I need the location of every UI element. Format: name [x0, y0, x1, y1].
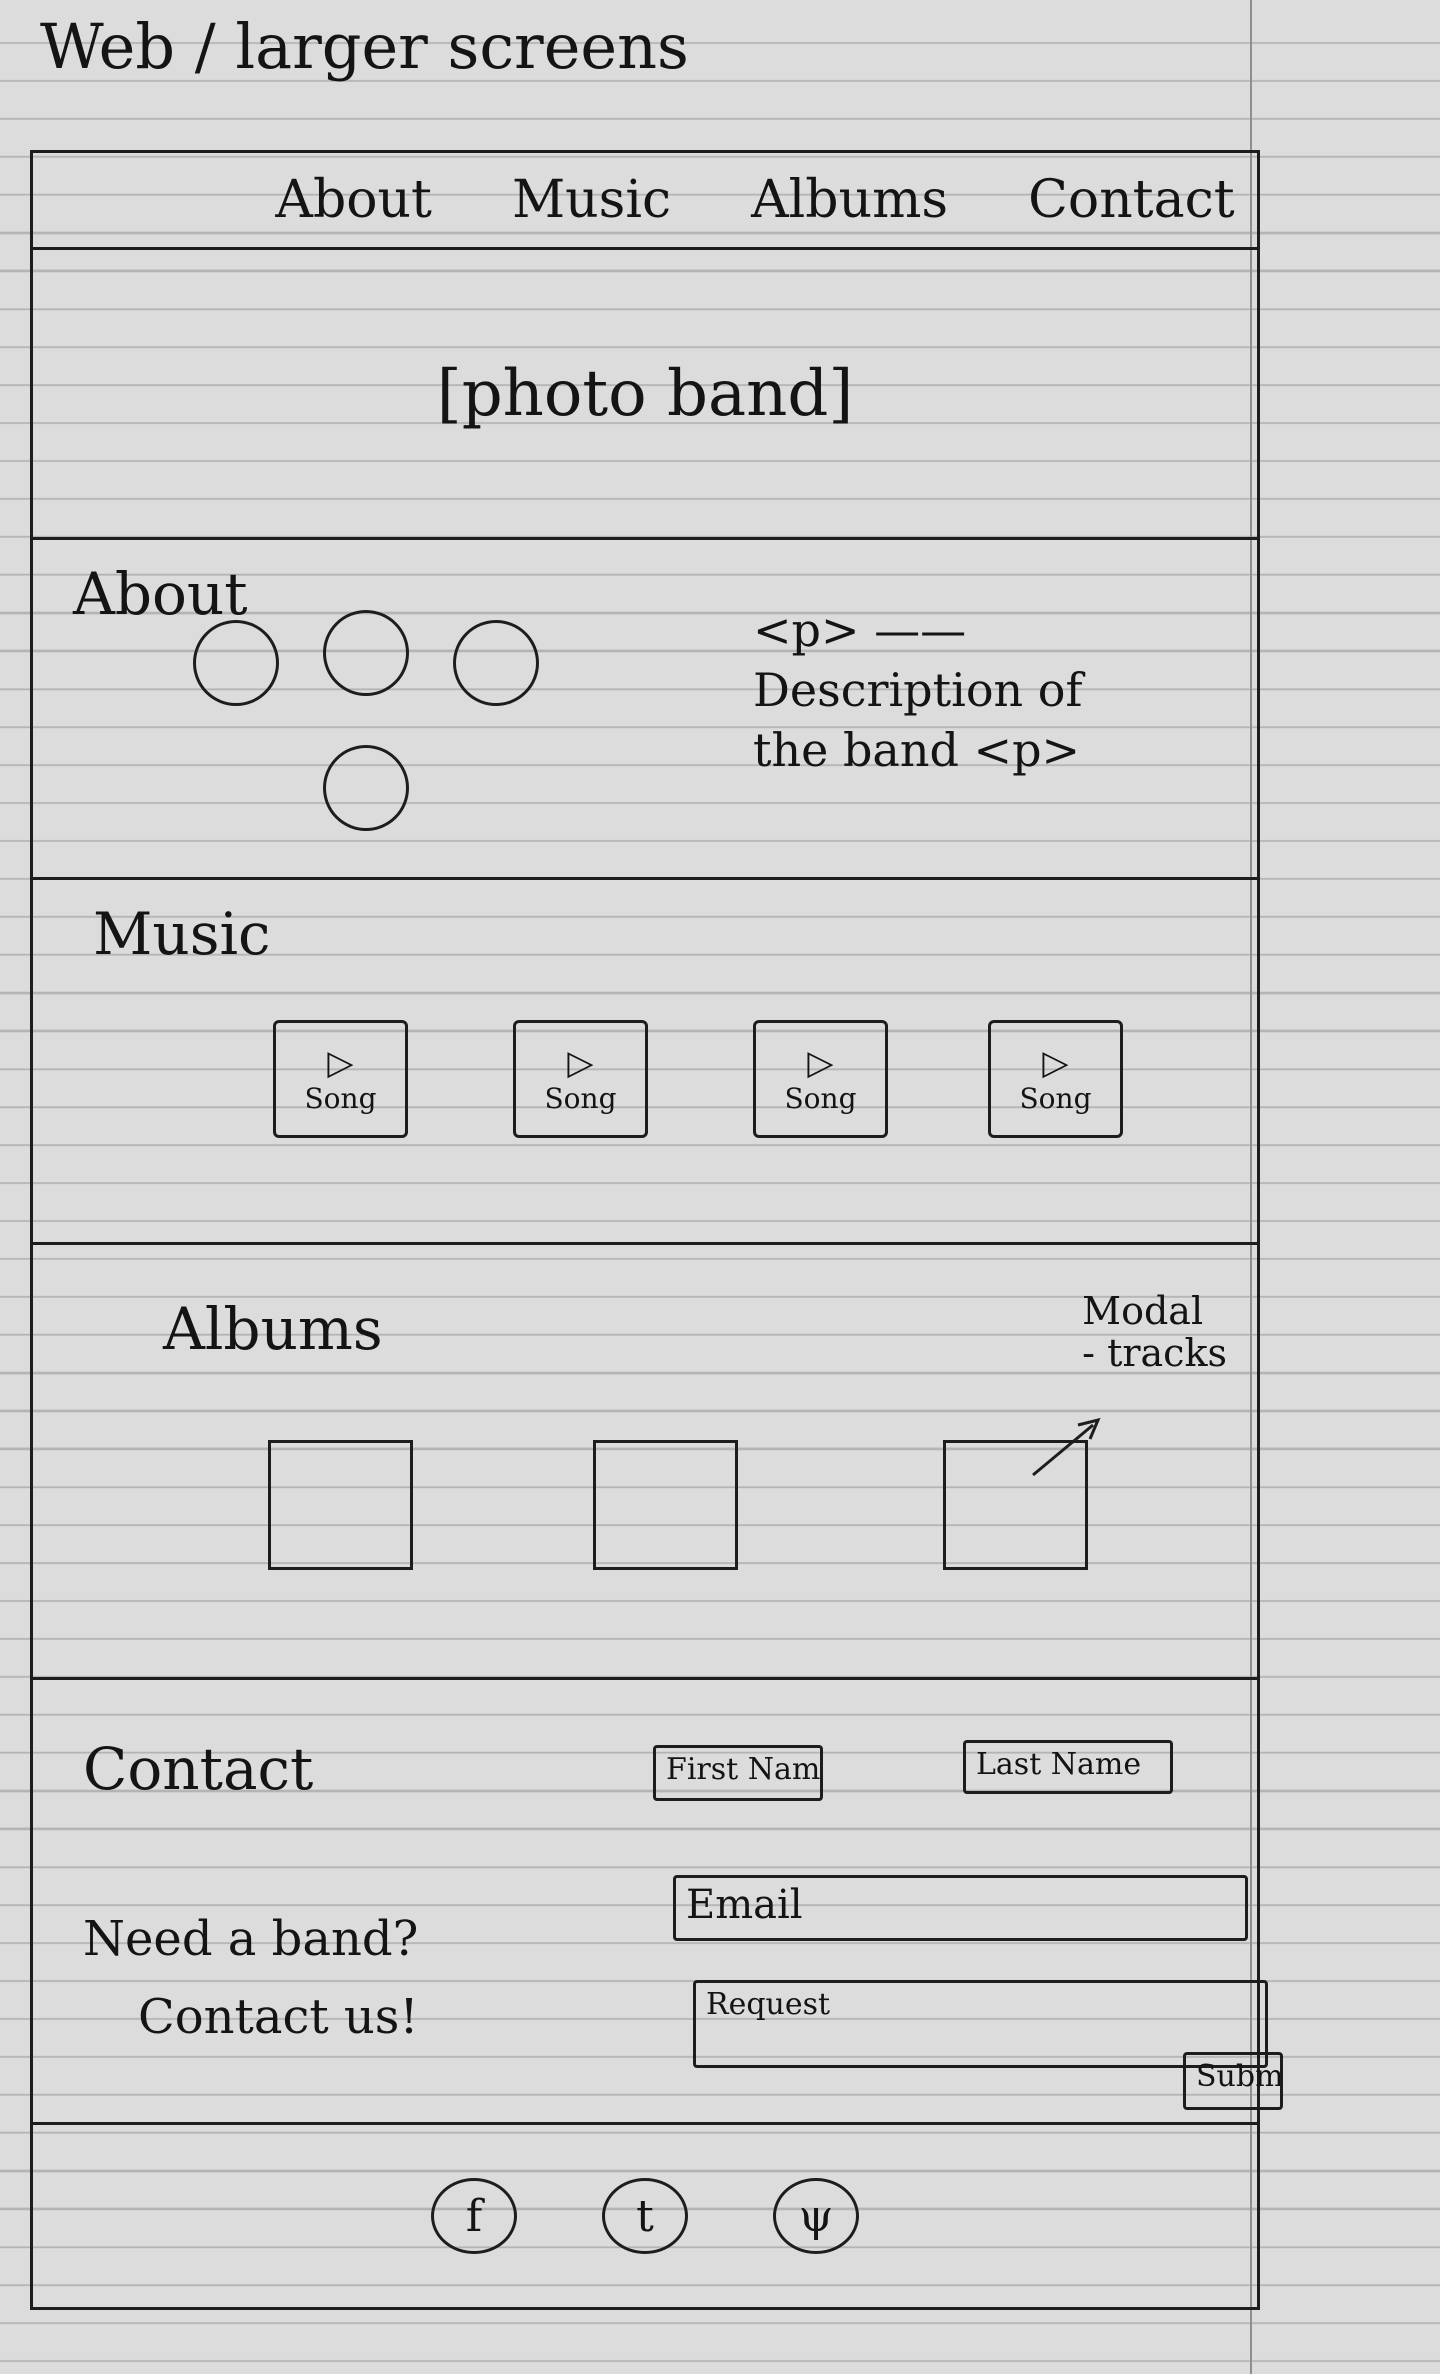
navbar: About Music Albums Contact	[30, 150, 1260, 250]
wireframe: About Music Albums Contact [photo band] …	[30, 150, 1283, 2310]
play-icon[interactable]: ▷	[327, 1042, 354, 1083]
nav-link-music[interactable]: Music	[511, 170, 672, 230]
song-label: Song	[544, 1081, 617, 1115]
twitter-icon[interactable]: t	[602, 2178, 688, 2254]
song-tile[interactable]: ▷ Song	[988, 1020, 1123, 1138]
about-section: About <p> —— Description of the band <p>	[30, 540, 1260, 880]
song-tile[interactable]: ▷ Song	[513, 1020, 648, 1138]
last-name-field[interactable]: Last Name	[963, 1740, 1173, 1794]
paper-margin-line	[1250, 0, 1252, 2374]
about-text-line: the band <p>	[753, 723, 1081, 777]
request-field[interactable]: Request	[693, 1980, 1268, 2068]
contact-pitch: Need a band? Contact us!	[83, 1900, 419, 2056]
page-caption: Web / larger screens	[40, 10, 689, 83]
contact-pitch-line: Need a band?	[83, 1911, 419, 1967]
albums-section: Albums Modal - tracks	[30, 1245, 1260, 1680]
social-icon[interactable]: ψ	[773, 2178, 859, 2254]
band-member-avatar	[323, 745, 409, 831]
contact-title: Contact	[83, 1735, 314, 1803]
song-tile[interactable]: ▷ Song	[753, 1020, 888, 1138]
contact-pitch-line: Contact us!	[138, 1989, 419, 2045]
facebook-icon[interactable]: f	[431, 2178, 517, 2254]
about-description: <p> —— Description of the band <p>	[753, 600, 1173, 780]
about-title: About	[73, 560, 248, 628]
albums-modal-note: Modal - tracks	[1082, 1290, 1227, 1374]
music-section: Music ▷ Song ▷ Song ▷ Song ▷ Song	[30, 880, 1260, 1245]
nav-link-contact[interactable]: Contact	[1028, 170, 1235, 230]
song-label: Song	[304, 1081, 377, 1115]
first-name-field[interactable]: First Name	[653, 1745, 823, 1801]
album-cover[interactable]	[593, 1440, 738, 1570]
nav-link-albums[interactable]: Albums	[751, 170, 949, 230]
footer: f t ψ	[30, 2125, 1260, 2310]
song-label: Song	[1019, 1081, 1092, 1115]
submit-button[interactable]: Submit	[1183, 2052, 1283, 2110]
album-cover[interactable]	[943, 1440, 1088, 1570]
hero-photo-placeholder: [photo band]	[436, 356, 854, 431]
contact-section: Contact Need a band? Contact us! First N…	[30, 1680, 1283, 2125]
about-text-line: Description of	[753, 663, 1083, 717]
play-icon[interactable]: ▷	[807, 1042, 834, 1083]
modal-arrow-icon	[1032, 1417, 1101, 1477]
albums-title: Albums	[163, 1295, 383, 1363]
hero-section: [photo band]	[30, 250, 1260, 540]
play-icon[interactable]: ▷	[567, 1042, 594, 1083]
album-cover[interactable]	[268, 1440, 413, 1570]
albums-note-line: - tracks	[1082, 1331, 1227, 1375]
about-text-line: <p> ——	[753, 603, 967, 657]
nav-link-about[interactable]: About	[275, 170, 432, 230]
band-member-avatar	[323, 610, 409, 696]
band-member-avatar	[193, 620, 279, 706]
music-title: Music	[93, 900, 271, 968]
band-member-avatar	[453, 620, 539, 706]
albums-note-line: Modal	[1082, 1289, 1204, 1333]
song-label: Song	[784, 1081, 857, 1115]
email-field[interactable]: Email	[673, 1875, 1248, 1941]
play-icon[interactable]: ▷	[1042, 1042, 1069, 1083]
song-tile[interactable]: ▷ Song	[273, 1020, 408, 1138]
